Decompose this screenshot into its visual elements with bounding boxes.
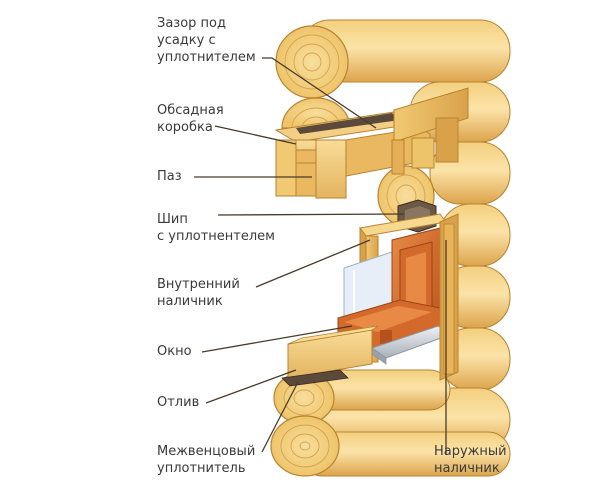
bottom-board [287, 325, 379, 379]
label-inner-trim: Внутренний наличник [157, 277, 240, 309]
leader-inner-trim [255, 239, 371, 288]
leader-drip [205, 369, 297, 404]
label-shrinkage-gap: Зазор под усадку с уплотнителем [157, 16, 256, 65]
leader-tenon [217, 213, 405, 216]
leader-shrinkage-gap [262, 57, 377, 129]
label-casing-box: Обсадная коробка [157, 103, 224, 135]
label-outer-trim: Наружный наличник [434, 444, 507, 476]
label-drip: Отлив [157, 395, 200, 410]
leader-log-seal [261, 381, 299, 453]
outer-trim [439, 213, 459, 381]
label-groove: Паз [157, 169, 182, 184]
leader-window [201, 325, 353, 353]
drip-seal [281, 369, 349, 387]
leader-lines [194, 57, 447, 455]
label-window: Окно [157, 344, 192, 359]
casing-box [274, 87, 469, 199]
label-tenon: Шип с уплотнентелем [157, 212, 275, 244]
label-log-seal: Межвенцовый уплотнитель [157, 444, 256, 476]
leader-casing-box [214, 125, 297, 145]
